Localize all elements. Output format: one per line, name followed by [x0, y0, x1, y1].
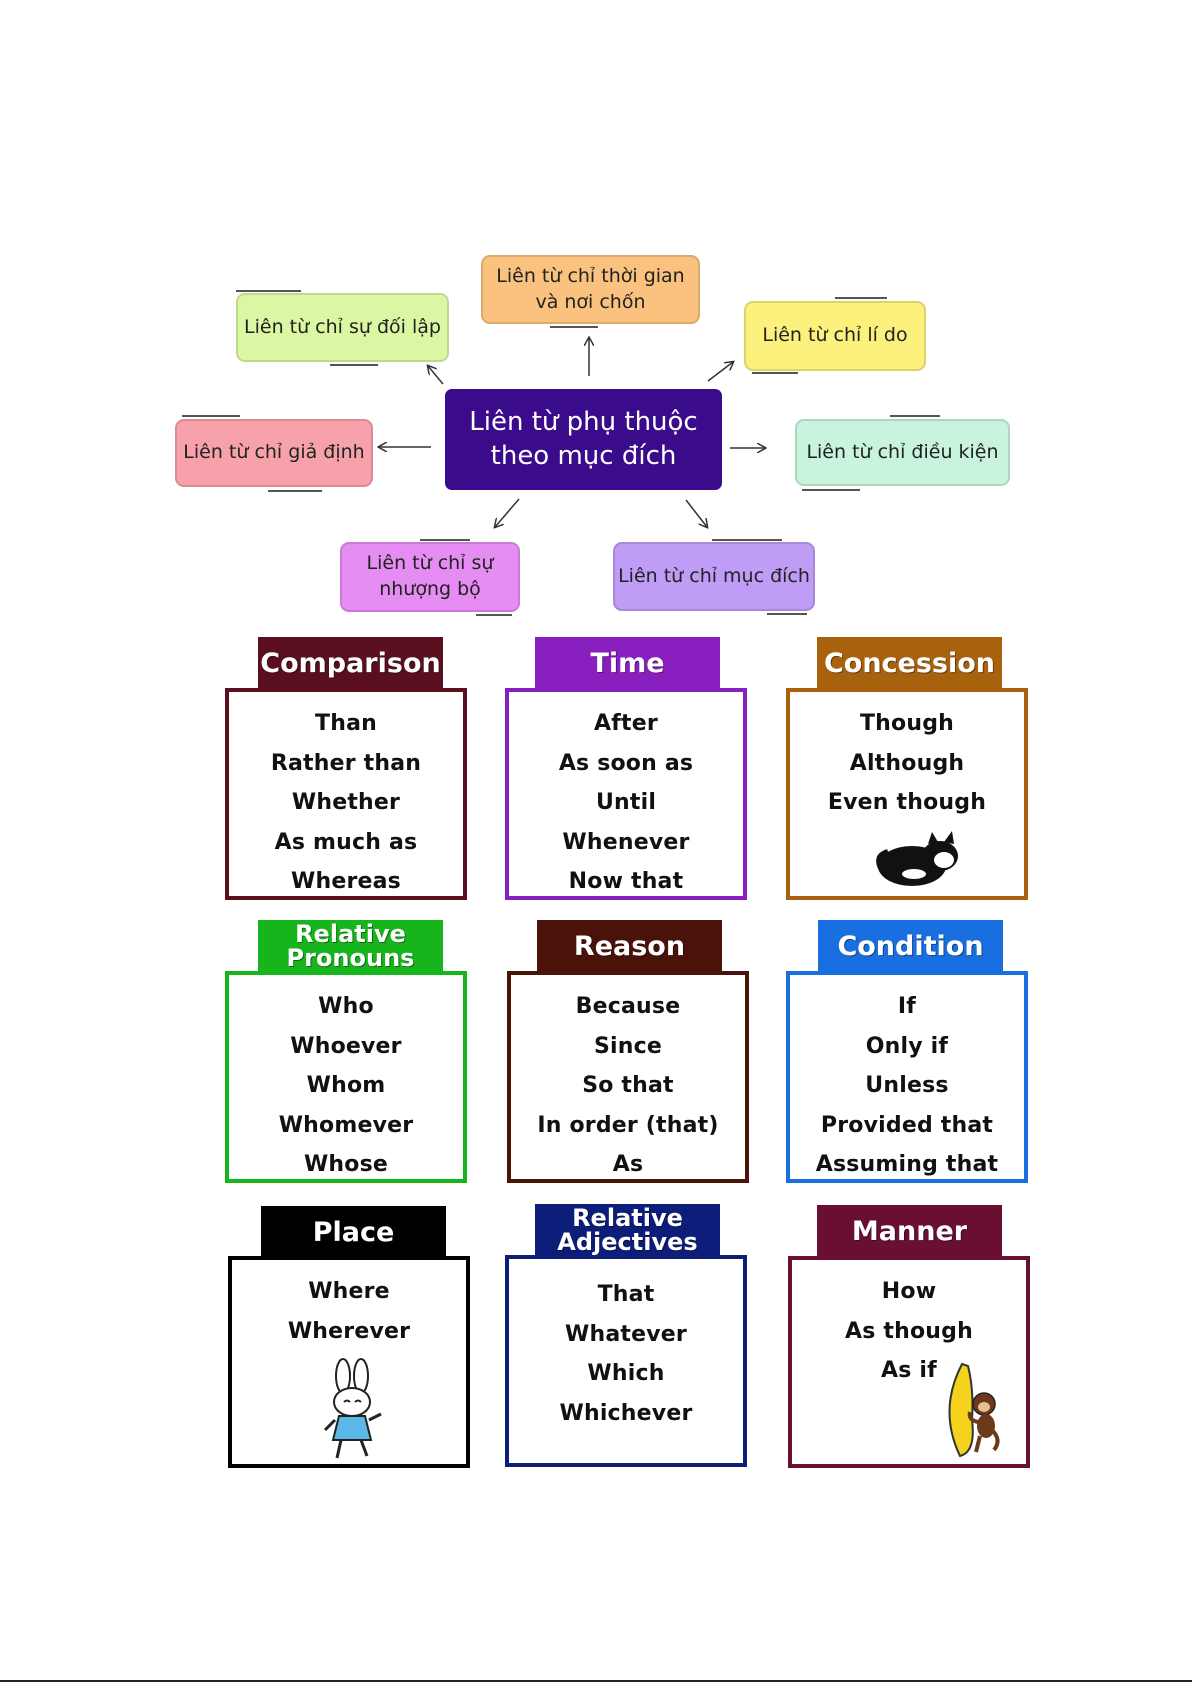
- node-concession: Liên từ chỉ sự nhượng bộ: [340, 542, 520, 612]
- word-item: Whomever: [278, 1112, 414, 1138]
- word-item: Whichever: [559, 1400, 693, 1426]
- arrow-to-reason: [707, 362, 733, 382]
- word-item: After: [594, 711, 658, 736]
- decor-line: [712, 539, 782, 541]
- center-node-label: Liên từ phụ thuộc theo mục đích: [469, 406, 698, 471]
- word-item: Though: [859, 711, 955, 736]
- page-bottom-rule: [0, 1680, 1192, 1682]
- word-item: Whatever: [565, 1321, 687, 1347]
- word-item: Because: [575, 994, 681, 1019]
- word-item: If: [897, 994, 917, 1019]
- node-hypothesis-label: Liên từ chỉ giả định: [183, 441, 365, 464]
- decor-line: [752, 372, 798, 374]
- node-time-place: Liên từ chỉ thời gian và nơi chốn: [481, 255, 700, 324]
- word-item: Whoever: [290, 1033, 402, 1059]
- decor-line: [268, 490, 322, 492]
- word-item: Even though: [827, 790, 987, 815]
- arrow-to-purpose: [685, 499, 707, 527]
- word-item: Provided that: [820, 1112, 994, 1138]
- word-item: As: [612, 1152, 644, 1177]
- word-item: Where: [308, 1279, 390, 1304]
- word-item: Now that: [568, 869, 684, 894]
- decor-line: [835, 297, 887, 299]
- word-item: As if: [881, 1358, 937, 1383]
- word-item: Only if: [865, 1033, 949, 1059]
- node-time-place-label: Liên từ chỉ thời gian và nơi chốn: [496, 264, 685, 313]
- word-item: Although: [849, 750, 965, 776]
- word-item: Rather than: [270, 750, 422, 776]
- word-item: Since: [593, 1033, 662, 1059]
- word-item: Which: [587, 1361, 665, 1386]
- decor-line: [330, 364, 378, 366]
- word-item: Until: [595, 790, 657, 815]
- tab-comparison: Comparison: [258, 637, 443, 689]
- word-item: As soon as: [558, 750, 694, 776]
- word-item: How: [881, 1279, 937, 1304]
- word-item: Whenever: [562, 829, 690, 855]
- arrow-to-concession: [495, 498, 520, 527]
- card-condition: If Only if Unless Provided that Assuming…: [786, 971, 1028, 1183]
- card-place: Where Wherever: [228, 1256, 470, 1468]
- word-item: Whereas: [291, 869, 401, 894]
- word-item: Whether: [291, 790, 401, 815]
- decor-line: [550, 326, 598, 328]
- decor-line: [182, 415, 240, 417]
- tab-reason: Reason: [537, 920, 722, 972]
- card-reason: Because Since So that In order (that) As: [507, 971, 749, 1183]
- bunny-icon: [323, 1358, 382, 1459]
- word-item: Assuming that: [815, 1152, 999, 1177]
- word-item: As though: [845, 1318, 973, 1344]
- node-reason: Liên từ chỉ lí do: [744, 301, 926, 371]
- word-item: So that: [582, 1073, 674, 1098]
- node-condition: Liên từ chỉ điều kiện: [795, 419, 1010, 486]
- node-purpose-label: Liên từ chỉ mục đích: [618, 564, 810, 587]
- word-item: Whose: [303, 1152, 389, 1177]
- tab-manner: Manner: [817, 1205, 1002, 1257]
- node-purpose: Liên từ chỉ mục đích: [613, 542, 815, 611]
- banana-monkey-icon: [948, 1362, 1000, 1458]
- tab-relative-adjectives: Relative Adjectives: [535, 1204, 720, 1256]
- node-reason-label: Liên từ chỉ lí do: [762, 324, 908, 347]
- node-contrast-label: Liên từ chỉ sự đối lập: [244, 315, 441, 338]
- arrow-to-contrast: [428, 366, 444, 385]
- word-item: As much as: [274, 829, 418, 855]
- word-item: Than: [315, 711, 377, 736]
- card-relative-pronouns: Who Whoever Whom Whomever Whose: [225, 971, 467, 1183]
- word-item: Whom: [306, 1073, 386, 1098]
- tab-relative-pronouns: Relative Pronouns: [258, 920, 443, 972]
- tab-place: Place: [261, 1206, 446, 1258]
- node-contrast: Liên từ chỉ sự đối lập: [236, 293, 449, 362]
- tab-condition: Condition: [818, 920, 1003, 972]
- node-concession-label: Liên từ chỉ sự nhượng bộ: [366, 552, 494, 600]
- word-item: Unless: [865, 1073, 949, 1098]
- word-item: Who: [318, 994, 374, 1019]
- mindmap-arrows: [0, 0, 1192, 640]
- decor-line: [767, 613, 807, 615]
- node-hypothesis: Liên từ chỉ giả định: [175, 419, 373, 487]
- cat-icon: [876, 831, 958, 886]
- card-concession: Though Although Even though: [786, 688, 1028, 900]
- mindmap-center-node: Liên từ phụ thuộc theo mục đích: [445, 389, 722, 490]
- card-manner: How As though As if: [788, 1256, 1030, 1468]
- decor-line: [476, 614, 512, 616]
- word-item: That: [597, 1282, 655, 1307]
- node-condition-label: Liên từ chỉ điều kiện: [806, 440, 999, 463]
- tab-concession: Concession: [817, 637, 1002, 689]
- word-item: Wherever: [287, 1318, 411, 1344]
- card-relative-adjectives: That Whatever Which Whichever: [505, 1255, 747, 1467]
- decor-line: [890, 415, 940, 417]
- word-item: In order (that): [537, 1112, 719, 1138]
- decor-line: [420, 539, 470, 541]
- decor-line: [236, 290, 301, 292]
- tab-time: Time: [535, 637, 720, 689]
- card-comparison: Than Rather than Whether As much as Wher…: [225, 688, 467, 900]
- card-time: After As soon as Until Whenever Now that: [505, 688, 747, 900]
- decor-line: [802, 489, 860, 491]
